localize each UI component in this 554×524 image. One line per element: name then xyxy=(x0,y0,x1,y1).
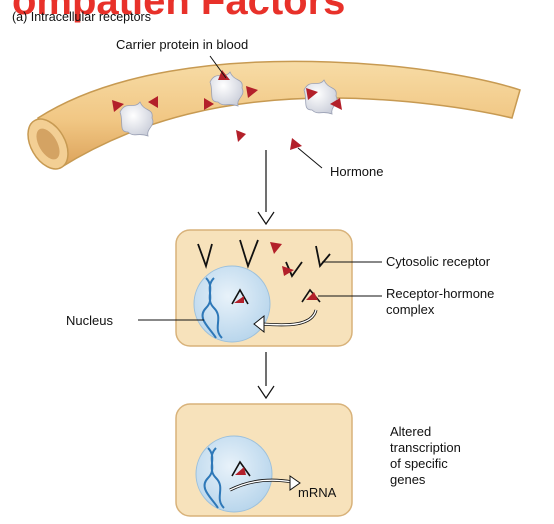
receptor-complex-cytoplasm xyxy=(301,288,321,303)
carrier-protein-2 xyxy=(209,71,244,107)
dna-helix-bottom xyxy=(203,447,225,509)
receptor-complex-nucleus xyxy=(231,288,249,305)
mrna-label: mRNA xyxy=(298,485,337,500)
cytosolic-receptors xyxy=(197,239,331,278)
altered-label-line3: of specific xyxy=(390,456,448,471)
panel-title: (a) Intracellular receptors xyxy=(12,10,151,24)
down-arrow-2 xyxy=(257,352,275,400)
hormone-pointer xyxy=(297,147,323,169)
hormone-label: Hormone xyxy=(330,164,383,179)
translocation-arrow xyxy=(253,309,318,334)
down-arrow-1 xyxy=(257,150,275,226)
cytosolic-receptor-label: Cytosolic receptor xyxy=(386,254,491,269)
carrier-protein-1 xyxy=(119,101,154,137)
nucleus-label: Nucleus xyxy=(66,313,113,328)
receptor-hormone-label-line2: complex xyxy=(386,302,435,317)
altered-label-line2: transcription xyxy=(390,440,461,455)
target-cell-middle xyxy=(175,229,353,347)
carrier-pointer xyxy=(209,55,227,79)
partial-title: ompatien Factors xyxy=(12,0,345,23)
altered-label-line1: Altered xyxy=(390,424,431,439)
receptor-complex-bottom xyxy=(231,460,251,477)
cell-hormones xyxy=(270,242,294,276)
receptor-hormone-label-line1: Receptor-hormone xyxy=(386,286,494,301)
hormone-molecules xyxy=(112,70,342,150)
target-cell-bottom xyxy=(175,403,353,517)
blood-vessel xyxy=(27,60,521,170)
mrna-arrow xyxy=(229,475,301,492)
carrier-protein-label: Carrier protein in blood xyxy=(116,37,248,52)
dna-helix-middle xyxy=(201,277,223,339)
altered-label-line4: genes xyxy=(390,472,426,487)
